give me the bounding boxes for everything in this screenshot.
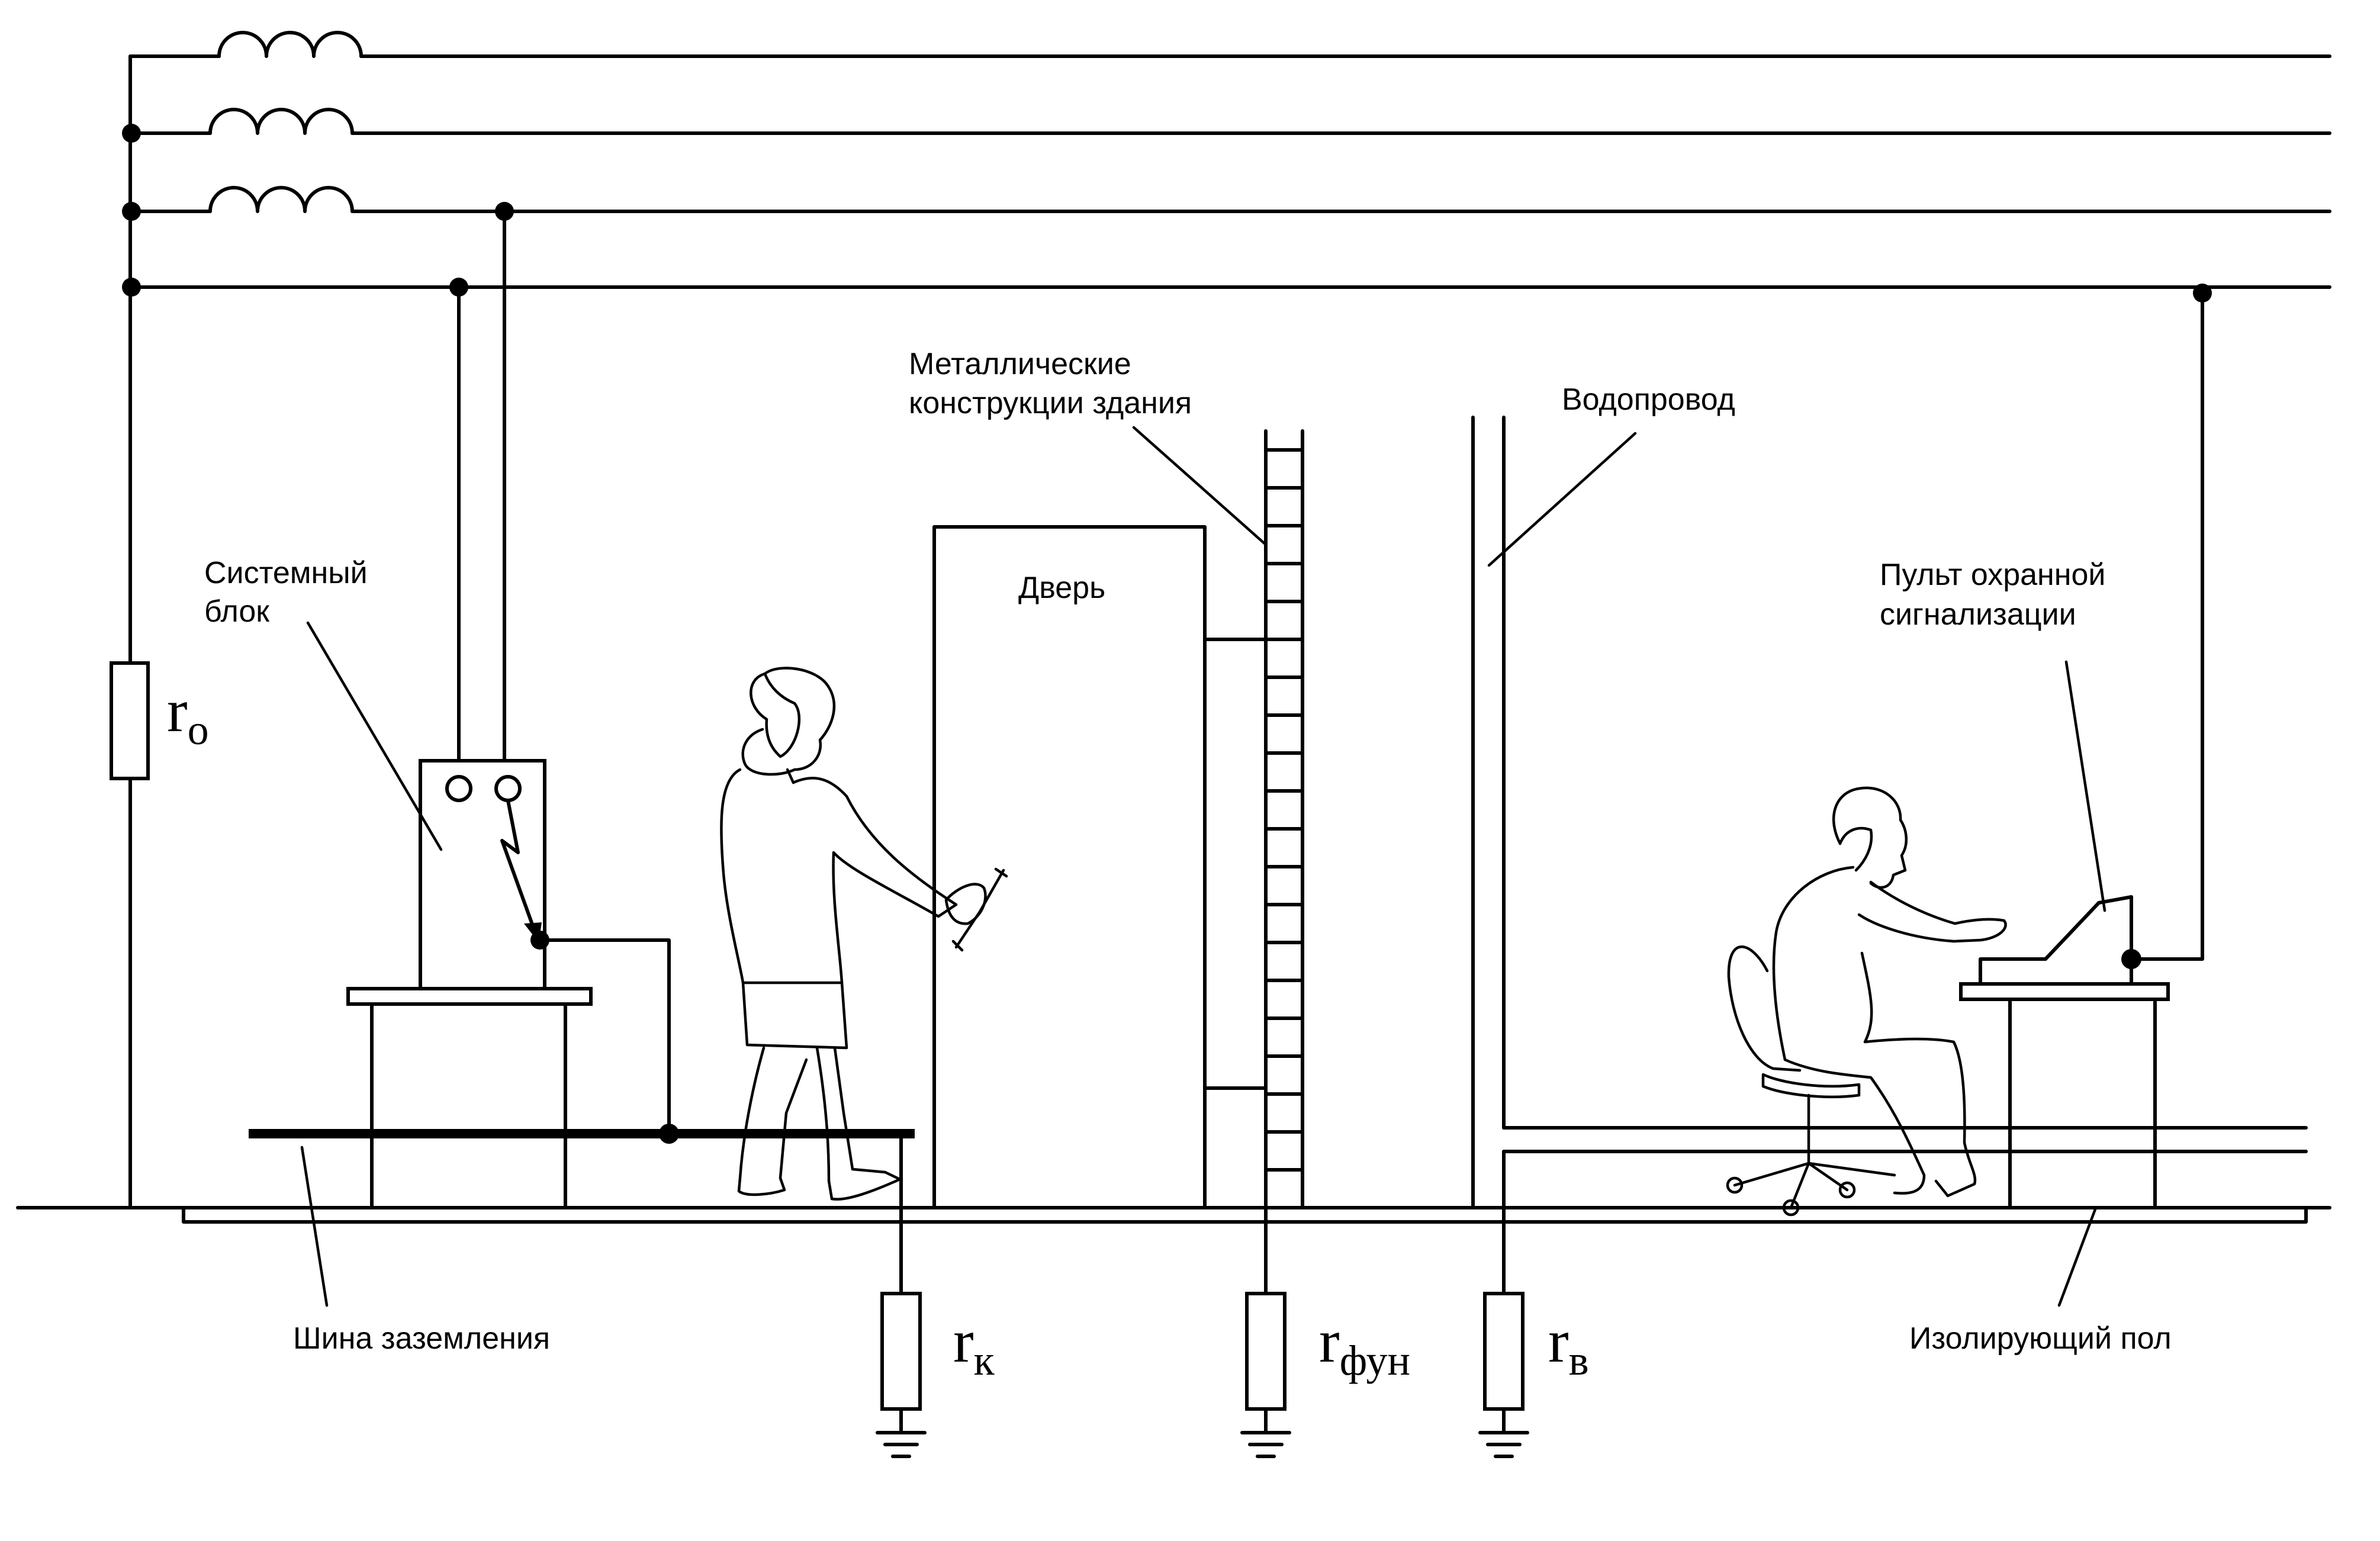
man-leg-back — [1783, 1058, 1926, 1195]
transformer-coils — [208, 31, 363, 213]
resistor-rfun-label: rфун — [1319, 1307, 1410, 1384]
man-figure — [1772, 786, 2007, 1198]
chair-seat — [1761, 1073, 1861, 1099]
insulating-floor — [182, 1206, 2308, 1224]
door-frame — [932, 525, 1207, 1209]
leader-system-unit — [306, 621, 443, 851]
label-insulating-floor: Изолирующий пол — [1909, 1321, 2172, 1356]
woman-face — [750, 672, 801, 758]
node-console — [2121, 949, 2141, 969]
text-labels: Металлические конструкции здания Водопро… — [204, 347, 2172, 1356]
leader-floor — [2057, 1206, 2098, 1307]
resistor-rk-label: rк — [953, 1307, 995, 1384]
system-unit-box — [419, 759, 546, 990]
label-water-pipe: Водопровод — [1562, 382, 1735, 417]
man-arm — [1857, 880, 2007, 943]
node-system-c — [495, 202, 514, 221]
man-back — [1772, 866, 1855, 1061]
label-system-unit-line1: Системный — [204, 556, 368, 590]
leader-alarm — [2064, 660, 2106, 912]
desk-top-right — [1959, 982, 2170, 1001]
office-chair — [1726, 945, 1896, 1217]
fault-arrow — [500, 799, 538, 936]
alarm-wire — [2130, 291, 2204, 961]
tool-tips — [951, 867, 1008, 952]
node-bus — [659, 1124, 679, 1144]
label-alarm-line2: сигнализации — [1880, 597, 2076, 632]
label-ground-bus: Шина заземления — [293, 1321, 550, 1356]
chair-wheel-3 — [1838, 1181, 1856, 1199]
node-left-n — [122, 278, 141, 297]
coil-phase-b — [208, 108, 354, 135]
man-hair — [1838, 826, 1873, 872]
alarm-console — [1979, 895, 2133, 986]
resistor-rk — [880, 1292, 922, 1411]
label-door: Дверь — [1018, 571, 1105, 605]
node-system-n — [449, 278, 468, 297]
woman-hair — [741, 667, 836, 776]
leader-metal — [1132, 426, 1268, 546]
woman-figure — [720, 667, 1008, 1201]
chair-wheel-1 — [1726, 1176, 1744, 1194]
coil-phase-a — [217, 31, 363, 58]
resistor-rv-label: rв — [1548, 1307, 1589, 1384]
woman-leg-back — [737, 1046, 808, 1196]
structure-rungs — [1264, 448, 1304, 1209]
door — [932, 525, 1268, 1209]
socket-1 — [445, 775, 472, 802]
man-head — [1832, 786, 1908, 889]
woman-torso — [720, 768, 958, 985]
casing-ground-wire — [538, 938, 671, 1135]
woman-leg-front — [815, 1046, 902, 1201]
woman-skirt — [741, 981, 848, 1050]
chair-back — [1727, 945, 1802, 1072]
leader-lines — [300, 426, 2106, 1307]
desk-top-left — [346, 987, 593, 1006]
power-lines — [128, 54, 2331, 1209]
system-unit — [346, 202, 671, 1209]
leader-ground-bus — [300, 1146, 329, 1307]
water-pipe — [1471, 416, 2308, 1295]
resistor-r0-label: ro — [167, 677, 209, 754]
label-alarm-line1: Пульт охранной — [1880, 558, 2105, 592]
label-system-unit-line2: блок — [204, 594, 269, 629]
coil-phase-c — [208, 186, 354, 213]
resistor-r0 — [110, 661, 150, 780]
resistor-rv — [1483, 1292, 1525, 1411]
leader-water — [1487, 432, 1637, 567]
resistor-rfun — [1245, 1292, 1287, 1411]
chair-wheel-2 — [1782, 1199, 1800, 1217]
woman-neck — [786, 768, 795, 784]
ground-resistors — [876, 1292, 1529, 1458]
woman-hand — [944, 883, 987, 925]
label-metal-line2: конструкции здания — [909, 386, 1192, 420]
door-handle-tool — [954, 868, 1005, 949]
alarm-panel-area — [1959, 284, 2212, 1209]
man-lap-leg — [1860, 951, 1977, 1198]
building-structure — [1264, 429, 1304, 1295]
node-left-c — [122, 202, 141, 221]
chair-base — [1733, 1162, 1896, 1209]
label-metal-line1: Металлические — [909, 347, 1131, 381]
node-left-b — [122, 124, 141, 143]
